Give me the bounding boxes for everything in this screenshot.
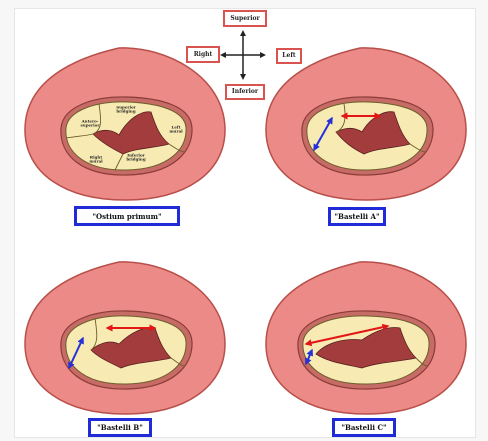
caption-ostium-primum: "Ostium primum": [74, 206, 180, 226]
caption-bastelli-c: "Bastelli C": [332, 418, 396, 437]
orientation-right-label: Right: [186, 46, 220, 63]
arrow-left-icon: [220, 52, 226, 58]
arrow-up-icon: [240, 30, 246, 36]
leaflet-label-superior-bridging: Superior bridging: [116, 106, 136, 115]
leaflet-label-left-mural: Left mural: [169, 126, 182, 135]
leaflet-label-inferior-bridging: Inferior bridging: [126, 154, 145, 163]
leaflet-label-right-mural: Right mural: [89, 156, 102, 165]
panel-bastelli-a: [266, 48, 466, 200]
caption-bastelli-b: "Bastelli B": [88, 418, 152, 437]
orientation-left-label: Left: [276, 48, 302, 64]
arrow-right-icon: [260, 52, 266, 58]
panel-bastelli-b: [25, 262, 225, 414]
orientation-inferior-label: Inferior: [225, 84, 265, 100]
orientation-superior-label: Superior: [223, 10, 267, 27]
panel-ostium-primum: [25, 48, 225, 200]
panel-bastelli-c: [266, 262, 466, 414]
caption-bastelli-a: "Bastelli A": [328, 207, 386, 226]
arrow-down-icon: [240, 74, 246, 80]
leaflet-label-anterosuperior: Antero- superior: [81, 120, 100, 129]
orientation-cross: [220, 30, 266, 80]
